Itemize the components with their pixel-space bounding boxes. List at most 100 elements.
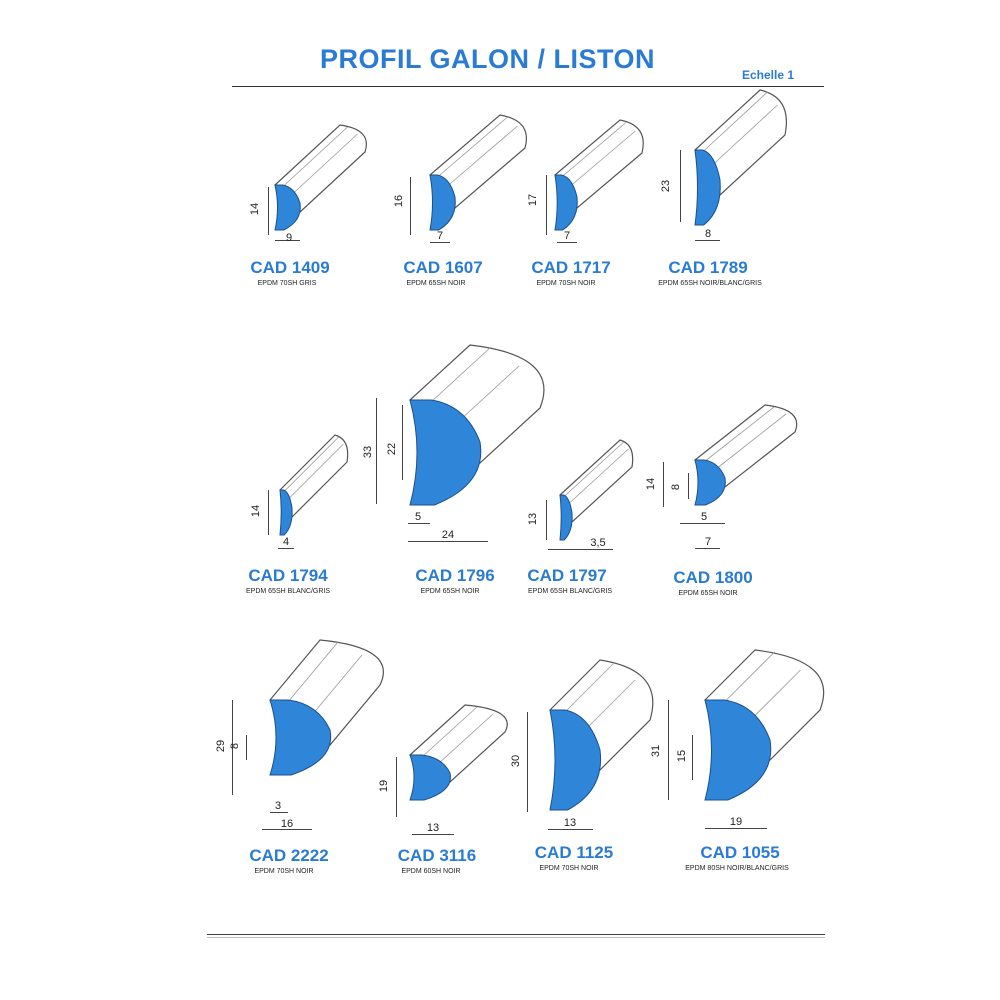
extrusion-edge — [287, 641, 339, 703]
profile-cross-section — [694, 459, 726, 506]
dim-height: 29 — [215, 739, 228, 753]
dim-line — [692, 735, 693, 780]
dim-line — [546, 175, 547, 235]
dim-line — [232, 700, 233, 795]
product-material: EPDM 70SH GRIS — [257, 280, 317, 287]
extrusion-body — [704, 649, 825, 761]
dim-line — [410, 177, 411, 235]
dim-line — [695, 240, 720, 241]
profile-drawing-1055 — [704, 649, 825, 801]
extrusion-edge — [437, 713, 494, 765]
extrusion-edge — [447, 125, 518, 187]
dim-line — [262, 829, 312, 830]
extrusion-edge — [458, 365, 520, 422]
dim-height: 14 — [250, 504, 263, 518]
profile-cross-section — [704, 699, 772, 801]
profile-cross-section — [274, 184, 301, 231]
extrusion-body — [694, 89, 787, 196]
product-code: CAD 1717 — [531, 258, 611, 277]
profile-drawing-1800 — [694, 404, 798, 506]
profile-drawing-1797 — [559, 439, 634, 541]
extrusion-edge — [703, 406, 775, 463]
profile-cross-section — [559, 494, 573, 541]
dim-height: 13 — [527, 512, 540, 526]
product-code: CAD 1409 — [250, 258, 330, 277]
dim-height-inner: 22 — [386, 442, 399, 456]
product-code: CAD 1125 — [534, 843, 614, 862]
extrusion-edge — [564, 661, 616, 713]
dim-line — [705, 828, 767, 829]
profile-drawing-1125 — [549, 659, 654, 811]
extrusion-edge — [584, 679, 636, 731]
dim-line — [668, 700, 669, 800]
dim-line — [680, 523, 725, 524]
dim-line — [268, 187, 269, 235]
product-material: EPDM 65SH NOIR/BLANC/GRIS — [658, 280, 762, 287]
extrusion-edge — [430, 346, 492, 403]
product-code: CAD 1796 — [415, 566, 495, 585]
extrusion-edge — [283, 436, 339, 493]
extrusion-edge — [563, 441, 624, 498]
product-material: EPDM 60SH NOIR — [401, 868, 461, 875]
profile-drawing-1607 — [429, 114, 527, 231]
product-material: EPDM 65SH NOIR — [420, 588, 480, 595]
extrusion-edge — [724, 651, 775, 703]
profile-drawing-1789 — [694, 89, 787, 226]
bottom-divider — [207, 934, 825, 935]
extrusion-body — [554, 119, 644, 209]
extrusion-edge — [282, 126, 348, 188]
product-material: EPDM 80SH NOIR/BLANC/GRIS — [685, 865, 789, 872]
scale-label: Echelle 1 — [742, 68, 795, 82]
profile-drawing-1717 — [554, 119, 644, 231]
product-material: EPDM 65SH NOIR — [406, 280, 466, 287]
extrusion-edge — [561, 121, 627, 178]
extrusion-body — [559, 439, 634, 524]
product-code: CAD 1800 — [673, 568, 753, 587]
product-material: EPDM 70SH NOIR — [539, 865, 599, 872]
dim-width: 7 — [563, 230, 571, 242]
dim-line — [246, 735, 247, 760]
product-code: CAD 1055 — [700, 843, 780, 862]
profile-cross-section — [269, 699, 332, 776]
dim-line — [663, 462, 664, 507]
dim-line — [412, 834, 454, 835]
dim-width: 7 — [704, 536, 712, 548]
extrusion-edge — [437, 116, 508, 178]
dim-line — [408, 523, 430, 524]
profile-drawing-1794 — [279, 434, 349, 536]
top-divider — [232, 86, 824, 87]
profile-cross-section — [554, 174, 578, 231]
extrusion-body — [409, 344, 545, 464]
product-code: CAD 3116 — [397, 846, 477, 865]
dim-height: 19 — [378, 779, 391, 793]
page-title: PROFIL GALON / LISTON — [320, 44, 656, 74]
dim-height: 16 — [393, 194, 406, 208]
extrusion-edge — [568, 448, 629, 505]
dim-width: 24 — [441, 529, 455, 541]
dim-line — [408, 541, 488, 542]
dim-width: 8 — [704, 228, 712, 240]
dim-width: 7 — [436, 230, 444, 242]
extrusion-body — [279, 434, 349, 519]
dim-line — [527, 712, 528, 812]
product-code: CAD 1794 — [248, 566, 328, 585]
dim-width: 9 — [285, 232, 293, 244]
dim-width-inner: 5 — [700, 511, 708, 523]
dim-line — [548, 829, 593, 830]
product-code: CAD 2222 — [249, 846, 329, 865]
dim-line — [695, 548, 720, 549]
bottom-divider-shadow — [207, 937, 825, 938]
extrusion-edge — [421, 706, 478, 758]
profile-cross-section — [429, 174, 456, 231]
dim-line — [430, 242, 450, 243]
profile-cross-section — [409, 399, 482, 506]
product-code: CAD 1789 — [668, 258, 748, 277]
dim-line — [557, 242, 577, 243]
dim-width: 19 — [729, 816, 743, 828]
profile-cross-section — [279, 489, 293, 536]
extrusion-edge — [715, 413, 787, 470]
dim-width: 13 — [563, 817, 577, 829]
product-material: EPDM 65SH NOIR — [678, 590, 738, 597]
dim-height: 33 — [362, 445, 375, 459]
dim-line — [688, 473, 689, 499]
